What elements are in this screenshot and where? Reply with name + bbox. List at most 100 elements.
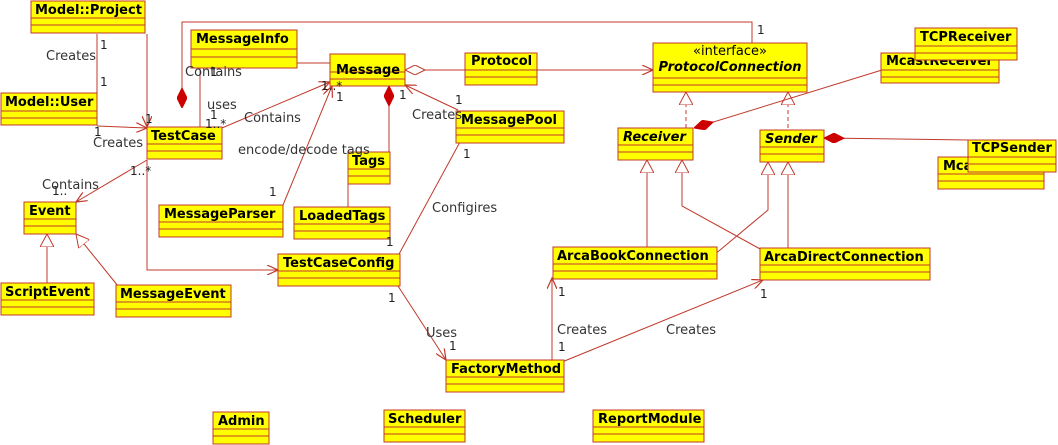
class-name: TestCaseConfig — [283, 256, 394, 271]
class-name: MessageInfo — [196, 32, 289, 47]
class-model-project[interactable]: Model::Project — [30, 0, 146, 34]
stereotype: «interface» — [693, 44, 767, 59]
class-tags[interactable]: Tags — [347, 151, 391, 185]
edge-arcadirect-receiver — [682, 160, 763, 251]
class-admin[interactable]: Admin — [212, 411, 270, 445]
class-protocol-connection[interactable]: «interface» ProtocolConnection — [652, 42, 808, 93]
class-factory-method[interactable]: FactoryMethod — [445, 359, 565, 393]
class-name: ProtocolConnection — [658, 60, 801, 75]
class-name: FactoryMethod — [451, 362, 561, 377]
edge-pool-message — [405, 85, 459, 111]
class-name: TCPSender — [972, 141, 1052, 156]
class-message[interactable]: Message — [329, 53, 406, 87]
label-contains-message: Contains — [244, 111, 301, 126]
mult-project-a: 1 — [100, 38, 108, 52]
edge-sender-tcpsender — [824, 138, 969, 140]
class-report-module[interactable]: ReportModule — [592, 409, 705, 443]
class-name: Protocol — [471, 54, 532, 69]
class-test-case[interactable]: TestCase — [146, 126, 223, 160]
edge-arcabook-sender — [713, 162, 768, 256]
class-name: ReportModule — [598, 412, 702, 427]
mult-tc-msg-a: 1 — [210, 108, 218, 122]
edge-receiver-mcastreceiver — [694, 69, 883, 128]
edge-messageevent-event — [76, 234, 119, 287]
class-loaded-tags[interactable]: LoadedTags — [293, 206, 391, 240]
class-message-parser[interactable]: MessageParser — [158, 204, 284, 238]
class-name: Event — [29, 204, 71, 219]
class-name: ArcaDirectConnection — [764, 250, 924, 265]
class-name: TestCase — [151, 129, 216, 144]
class-tcp-sender[interactable]: TCPSender — [967, 139, 1057, 173]
mult-msg-b: 1 — [399, 88, 407, 102]
class-name: ScriptEvent — [5, 285, 90, 300]
mult-project-b: 1 — [100, 75, 108, 89]
class-name: Admin — [218, 414, 265, 429]
class-name: Sender — [765, 132, 819, 147]
class-receiver[interactable]: Receiver — [617, 127, 694, 161]
edge-parser-message — [282, 86, 332, 206]
label-creates-direct: Creates — [666, 323, 716, 338]
mult-tc-star: 1..* — [130, 164, 151, 178]
class-name: Model::User — [5, 95, 94, 110]
class-model-user[interactable]: Model::User — [0, 92, 98, 126]
class-name: MessageParser — [164, 207, 276, 222]
edge-testcase-config — [146, 160, 278, 270]
class-name: Message — [336, 63, 400, 78]
mult-factory-b: 1 — [558, 340, 566, 354]
mult-pool-b: 1 — [463, 147, 471, 161]
mult-book: 1 — [558, 285, 566, 299]
class-name: MessagePool — [461, 113, 557, 128]
label-creates-user: Creates — [93, 136, 143, 151]
class-name: Receiver — [623, 130, 687, 145]
class-sender[interactable]: Sender — [759, 129, 825, 163]
class-script-event[interactable]: ScriptEvent — [0, 282, 95, 316]
mult-info: 1 — [210, 65, 218, 79]
class-name: Mca — [943, 159, 972, 174]
class-name: LoadedTags — [299, 209, 386, 224]
edge-testcase-message — [221, 82, 330, 129]
class-name: Tags — [352, 154, 385, 169]
connectors — [47, 21, 969, 363]
class-message-pool[interactable]: MessagePool — [455, 110, 565, 144]
label-creates-project: Creates — [46, 49, 96, 64]
edge-user-testcase — [96, 126, 147, 128]
mult-direct: 1 — [760, 287, 768, 301]
edge-testcase-protocolconnection — [182, 21, 753, 108]
class-arca-direct-connection[interactable]: ArcaDirectConnection — [759, 247, 931, 281]
mult-factory-a: 1 — [449, 339, 457, 353]
mult-msg-star: 1..* — [321, 79, 342, 93]
class-test-case-config[interactable]: TestCaseConfig — [277, 253, 401, 287]
mult-project-tc: 1 — [145, 112, 153, 126]
mult-tc-msg-b: 1..* — [205, 117, 226, 131]
class-name: Scheduler — [388, 412, 462, 427]
class-event[interactable]: Event — [23, 201, 77, 235]
mult-parser: 1 — [269, 185, 277, 199]
mult-config-b: 1 — [388, 291, 396, 305]
mult-pool-a: 1 — [455, 93, 463, 107]
label-creates-pool: Creates — [412, 108, 462, 123]
mult-config-a: 1 — [386, 235, 394, 249]
class-tcp-receiver[interactable]: TCPReceiver — [914, 27, 1018, 61]
edge-factory-arcadirect — [561, 280, 763, 363]
class-message-info[interactable]: MessageInfo — [190, 29, 298, 69]
mult-user: 1 — [94, 125, 102, 139]
label-configures: Configires — [432, 201, 497, 216]
mult-conn-top: 1 — [757, 23, 765, 37]
label-uses: uses — [207, 98, 237, 113]
class-protocol[interactable]: Protocol — [464, 52, 538, 86]
class-scheduler[interactable]: Scheduler — [383, 409, 466, 443]
edge-testcase-event — [76, 159, 148, 202]
label-encode-decode: encode/decode tags — [238, 143, 370, 158]
label-uses-factory: Uses — [426, 326, 457, 341]
class-name: MessageEvent — [120, 287, 226, 302]
class-arca-book-connection[interactable]: ArcaBookConnection — [552, 246, 718, 280]
label-contains-event: Contains — [42, 178, 99, 193]
multiplicities: 1 1 1 1 1 1..* 1 1..* 1 1 1..* 1.. 1 1 1… — [52, 23, 768, 354]
label-creates-book: Creates — [557, 323, 607, 338]
class-message-event[interactable]: MessageEvent — [115, 284, 232, 318]
edge-labels: Creates Contains uses Contains Creates e… — [42, 49, 716, 341]
class-name: ArcaBookConnection — [557, 249, 709, 264]
label-contains-info: Contains — [185, 65, 242, 80]
mult-event: 1.. — [52, 184, 67, 198]
